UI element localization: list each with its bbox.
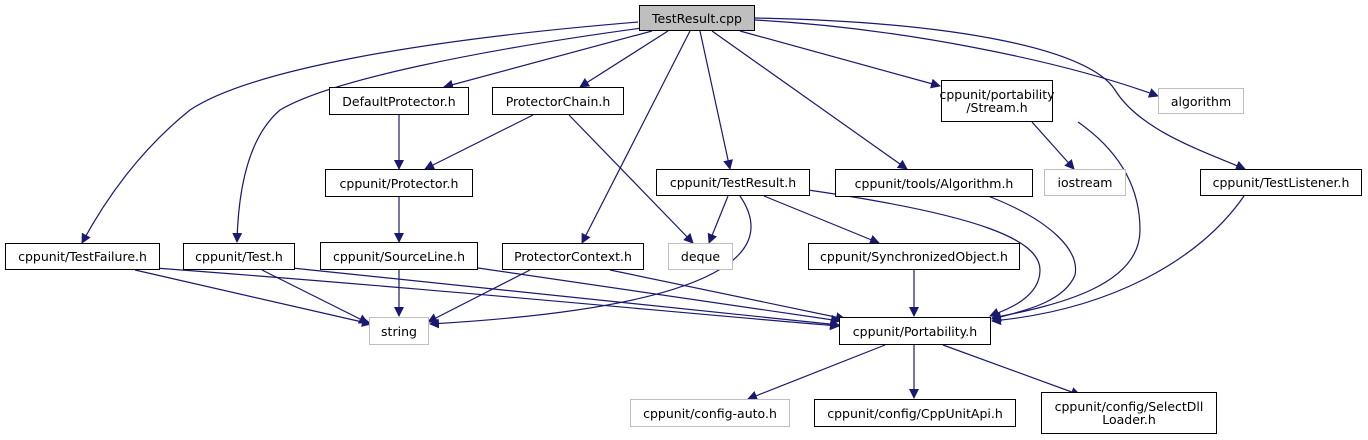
node-config-auto: cppunit/config-auto.h bbox=[630, 399, 790, 427]
edge-protector-chain-to-deque bbox=[568, 114, 694, 244]
edge-protector-chain-to-protector bbox=[424, 114, 534, 170]
edge-stream-to-iostream bbox=[1031, 121, 1075, 170]
edge-test-to-string bbox=[261, 269, 369, 324]
edge-testresult-cpp-to-algorithm bbox=[754, 19, 1159, 98]
edge-test-listener-to-portability bbox=[991, 195, 1245, 326]
node-synchronized-object[interactable]: cppunit/SynchronizedObject.h bbox=[808, 243, 1020, 270]
edge-source-line-to-portability bbox=[477, 267, 841, 325]
node-test[interactable]: cppunit/Test.h bbox=[183, 243, 295, 270]
node-test-failure[interactable]: cppunit/TestFailure.h bbox=[5, 243, 160, 270]
edge-tools-algorithm-to-portability bbox=[987, 195, 1077, 322]
edge-protector-context-to-string bbox=[427, 269, 531, 323]
node-deque: deque bbox=[668, 243, 733, 270]
node-test-listener[interactable]: cppunit/TestListener.h bbox=[1200, 169, 1362, 196]
edge-stream-to-portability bbox=[991, 121, 1141, 322]
edge-testresult-cpp-to-protector-context bbox=[581, 30, 691, 244]
edge-testresult-cpp-to-stream bbox=[739, 30, 941, 89]
edge-test-failure-to-portability bbox=[154, 267, 840, 331]
node-source-line[interactable]: cppunit/SourceLine.h bbox=[320, 242, 478, 270]
edge-testresult-cpp-to-test bbox=[232, 27, 643, 243]
edge-testresult-h-to-synchronized-object bbox=[763, 195, 880, 245]
node-algorithm: algorithm bbox=[1158, 88, 1244, 114]
node-protector-chain[interactable]: ProtectorChain.h bbox=[492, 87, 624, 115]
edge-portability-to-config-auto bbox=[747, 344, 886, 401]
node-iostream: iostream bbox=[1044, 169, 1126, 196]
node-portability[interactable]: cppunit/Portability.h bbox=[839, 317, 991, 345]
node-cppunit-api[interactable]: cppunit/config/CppUnitApi.h bbox=[814, 399, 1016, 427]
edge-portability-to-select-dll-loader bbox=[942, 344, 1081, 397]
node-stream[interactable]: cppunit/portability /Stream.h bbox=[939, 80, 1055, 122]
edge-test-failure-to-string bbox=[134, 269, 372, 327]
edge-testresult-cpp-to-test-failure bbox=[81, 21, 639, 244]
node-protector-context[interactable]: ProtectorContext.h bbox=[502, 243, 644, 270]
node-testresult-cpp: TestResult.cpp bbox=[639, 5, 755, 31]
node-string: string bbox=[369, 317, 429, 345]
edge-protector-context-to-portability bbox=[609, 269, 846, 323]
node-testresult-h[interactable]: cppunit/TestResult.h bbox=[656, 169, 810, 196]
node-default-protector[interactable]: DefaultProtector.h bbox=[329, 87, 469, 115]
edge-testresult-cpp-to-test-listener bbox=[754, 17, 1246, 171]
node-select-dll-loader[interactable]: cppunit/config/SelectDll Loader.h bbox=[1041, 392, 1217, 434]
edge-testresult-cpp-to-testresult-h bbox=[699, 30, 733, 170]
node-tools-algorithm[interactable]: cppunit/tools/Algorithm.h bbox=[835, 169, 1033, 197]
edge-testresult-cpp-to-protector-chain bbox=[579, 30, 669, 88]
edge-testresult-h-to-deque bbox=[707, 195, 729, 244]
node-protector[interactable]: cppunit/Protector.h bbox=[325, 169, 473, 197]
edge-testresult-cpp-to-tools-algorithm bbox=[711, 30, 908, 170]
edge-testresult-h-to-portability bbox=[807, 189, 1041, 318]
edge-testresult-cpp-to-default-protector bbox=[443, 30, 653, 90]
dependency-edges bbox=[81, 17, 1246, 401]
